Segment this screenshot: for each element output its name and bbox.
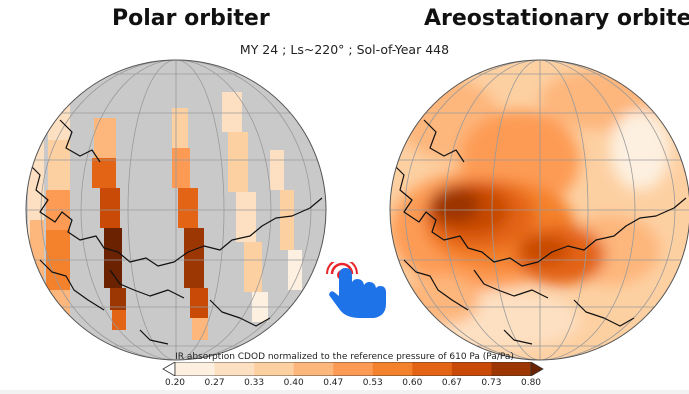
colorbar-tick-label: 0.73 [481, 378, 502, 388]
colorbar-tick-label: 0.60 [402, 378, 423, 388]
colorbar-segment [214, 362, 255, 376]
colorbar-over-arrow [530, 362, 544, 376]
colorbar-tick-label: 0.33 [244, 378, 265, 388]
colorbar-segment [254, 362, 295, 376]
colorbar-tick-label: 0.20 [164, 378, 186, 388]
areostationary-orbiter-globe [389, 59, 689, 361]
colorbar-under-arrow [162, 362, 176, 376]
colorbar-segment [175, 362, 216, 376]
polar-orbiter-coastlines [29, 119, 323, 345]
tap-hand-icon[interactable] [326, 262, 396, 322]
colorbar-tick-label: 0.27 [204, 378, 225, 388]
colorbar-tick-label: 0.40 [283, 378, 304, 388]
colorbar-segment [491, 362, 532, 376]
areostationary-orbiter-title: Areostationary orbiter [424, 6, 689, 31]
colorbar-tick-label: 0.80 [520, 378, 542, 388]
colorbar-tick-labels: 0.20 0.27 0.33 0.40 0.47 0.53 0.60 0.67 0.73 0.80 [0, 376, 689, 390]
colorbar-tick-label: 0.47 [323, 378, 344, 388]
polar-orbiter-title: Polar orbiter [112, 6, 270, 31]
bottom-strip [0, 390, 689, 394]
colorbar-segment [451, 362, 492, 376]
colorbar-segment [293, 362, 334, 376]
polar-orbiter-globe [25, 59, 327, 361]
colorbar-segment [412, 362, 453, 376]
colorbar-segment [333, 362, 374, 376]
colorbar-title: IR absorption CDOD normalized to the ref… [175, 352, 514, 362]
colorbar-tick-label: 0.67 [441, 378, 462, 388]
date-subtitle: MY 24 ; Ls~220° ; Sol-of-Year 448 [239, 42, 450, 57]
areostationary-orbiter-coastlines [393, 119, 687, 345]
colorbar-segment [372, 362, 413, 376]
colorbar [162, 362, 544, 376]
colorbar-tick-label: 0.53 [362, 378, 383, 388]
